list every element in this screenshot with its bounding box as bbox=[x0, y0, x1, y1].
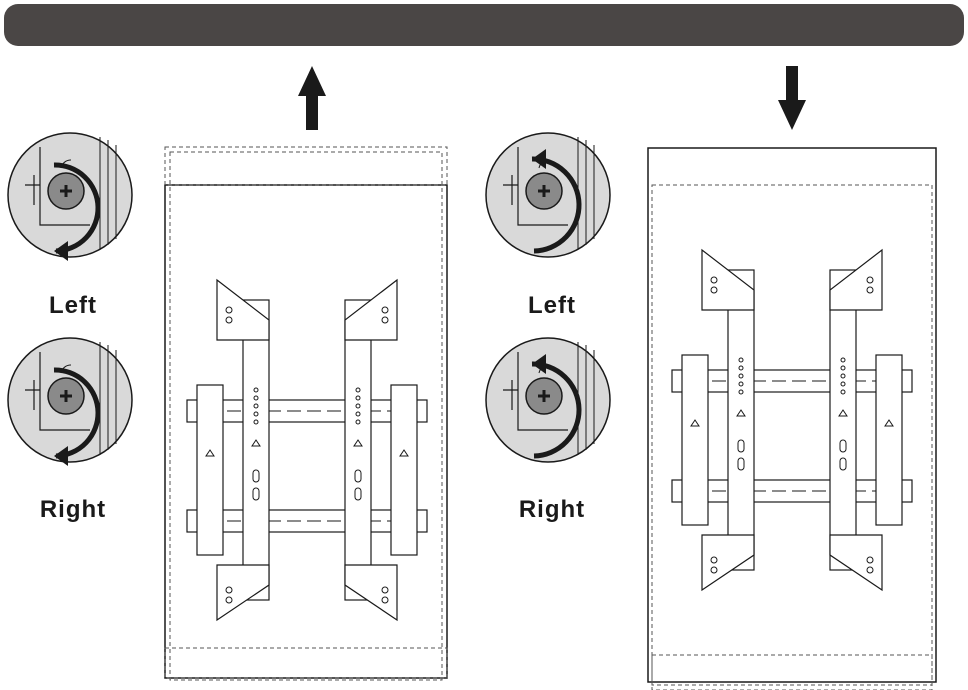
label-left-panel-left: Left bbox=[49, 292, 97, 319]
rotate-arrow-icon bbox=[532, 149, 546, 169]
arrow-down-icon bbox=[778, 66, 806, 130]
knob-right-bottom bbox=[484, 336, 612, 464]
screen-frame bbox=[647, 147, 937, 683]
label-right-panel-left: Left bbox=[528, 292, 576, 319]
arrow-up-icon bbox=[298, 66, 326, 130]
knob-left-bottom bbox=[6, 336, 134, 466]
rotate-arrow-icon bbox=[54, 446, 68, 466]
label-left-panel-right: Right bbox=[39, 496, 107, 523]
left-panel bbox=[6, 66, 448, 681]
screen-ghost-bottom bbox=[651, 654, 933, 686]
screen-ghost-top bbox=[164, 146, 448, 186]
knob-right-top bbox=[484, 131, 612, 259]
wall-mount-bracket bbox=[671, 249, 913, 591]
wall-mount-bracket bbox=[186, 279, 428, 621]
screen-frame bbox=[164, 184, 448, 679]
screen-ghost-bottom bbox=[164, 647, 448, 679]
screen-ghost-outline bbox=[169, 151, 443, 681]
knob-left-top bbox=[6, 131, 134, 261]
rotate-arrow-icon bbox=[532, 354, 546, 374]
right-panel bbox=[484, 66, 937, 690]
rotate-arrow-icon bbox=[54, 241, 68, 261]
screen-ghost-outline bbox=[651, 184, 933, 690]
header-bar bbox=[4, 4, 964, 46]
label-right-panel-right: Right bbox=[518, 496, 586, 523]
